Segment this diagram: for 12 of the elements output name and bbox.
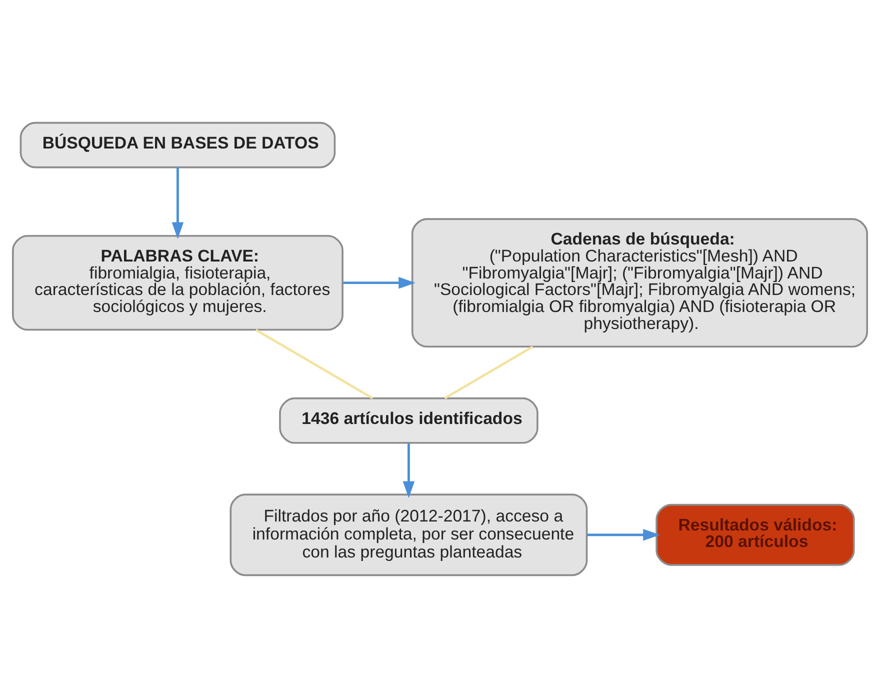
connector (255, 328, 374, 400)
node-box: 1436 artículos identificados (279, 397, 538, 444)
connector (444, 346, 534, 400)
arrow (342, 276, 416, 289)
node-box: Cadenas de búsqueda: ("Population Characteristics"[Mesh]) AND "Fibromyalgia"[Majr]; ("Fibromyalgia"[Majr]) AND "Sociological Factors"[Majr]; Fibromyalgia AND womens; (fibromialgia OR fibromyalgia) AND (fisioterapia OR physiotherapy). (411, 218, 868, 348)
node-box: BÚSQUEDA EN BASES DE DATOS (20, 122, 336, 168)
node-box: PALABRAS CLAVE: fibromialgia, fisioterapia, características de la población, factores sociológicos y mujeres. (12, 235, 344, 331)
node-box: Filtrados por año (2012-2017), acceso a información completa, por ser consecuente con las preguntas planteadas (230, 494, 588, 576)
arrow (587, 528, 660, 541)
node-box: Resultados válidos: 200 artículos (656, 504, 855, 566)
arrow (172, 167, 184, 240)
arrow (402, 443, 415, 498)
